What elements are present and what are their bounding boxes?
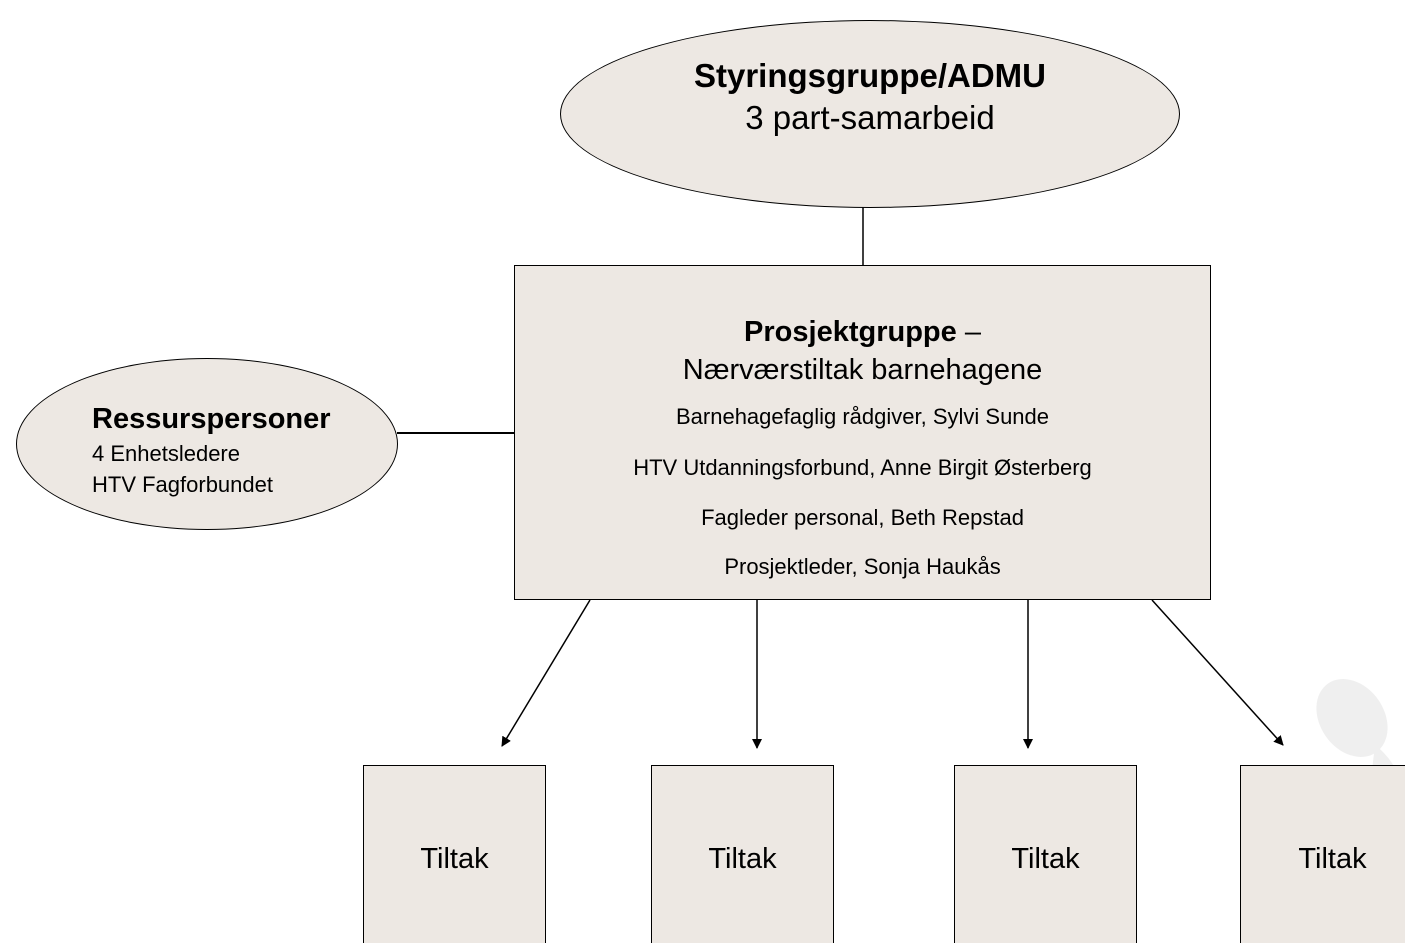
styringsgruppe-subtitle: 3 part-samarbeid <box>745 99 995 136</box>
ressurspersoner-line: HTV Fagforbundet <box>92 472 273 497</box>
prosjektgruppe-member: HTV Utdanningsforbund, Anne Birgit Øster… <box>633 455 1092 480</box>
prosjektgruppe-member: Prosjektleder, Sonja Haukås <box>724 554 1001 579</box>
tiltak-label: Tiltak <box>1011 843 1080 875</box>
arrow-to-tiltak-4 <box>1151 599 1284 746</box>
tiltak-node: Tiltak <box>954 765 1137 943</box>
prosjektgruppe-title-dash: – <box>956 316 981 348</box>
tiltak-label: Tiltak <box>1298 843 1367 875</box>
ressurspersoner-node: Ressurspersoner 4 Enhetsledere HTV Fagfo… <box>16 358 398 530</box>
prosjektgruppe-member: Barnehagefaglig rådgiver, Sylvi Sunde <box>675 404 1050 429</box>
tiltak-node: Tiltak <box>363 765 546 943</box>
arrow-to-tiltak-1 <box>501 599 591 747</box>
tiltak-node: Tiltak <box>1240 765 1405 943</box>
prosjektgruppe-title: Prosjektgruppe <box>744 316 957 348</box>
styringsgruppe-node: Styringsgruppe/ADMU 3 part-samarbeid <box>560 20 1180 208</box>
ressurspersoner-title: Ressurspersoner <box>92 403 331 435</box>
prosjektgruppe-subtitle: Nærværstiltak barnehagene <box>682 354 1043 386</box>
prosjektgruppe-node: Prosjektgruppe – Nærværstiltak barnehage… <box>514 265 1211 600</box>
prosjektgruppe-member: Fagleder personal, Beth Repstad <box>701 505 1024 530</box>
ressurspersoner-line: 4 Enhetsledere <box>92 441 240 466</box>
tiltak-label: Tiltak <box>708 843 777 875</box>
styringsgruppe-title: Styringsgruppe/ADMU <box>693 57 1046 94</box>
prosjektgruppe-title-line: Prosjektgruppe – <box>515 316 1210 349</box>
tiltak-label: Tiltak <box>420 843 489 875</box>
tiltak-node: Tiltak <box>651 765 834 943</box>
